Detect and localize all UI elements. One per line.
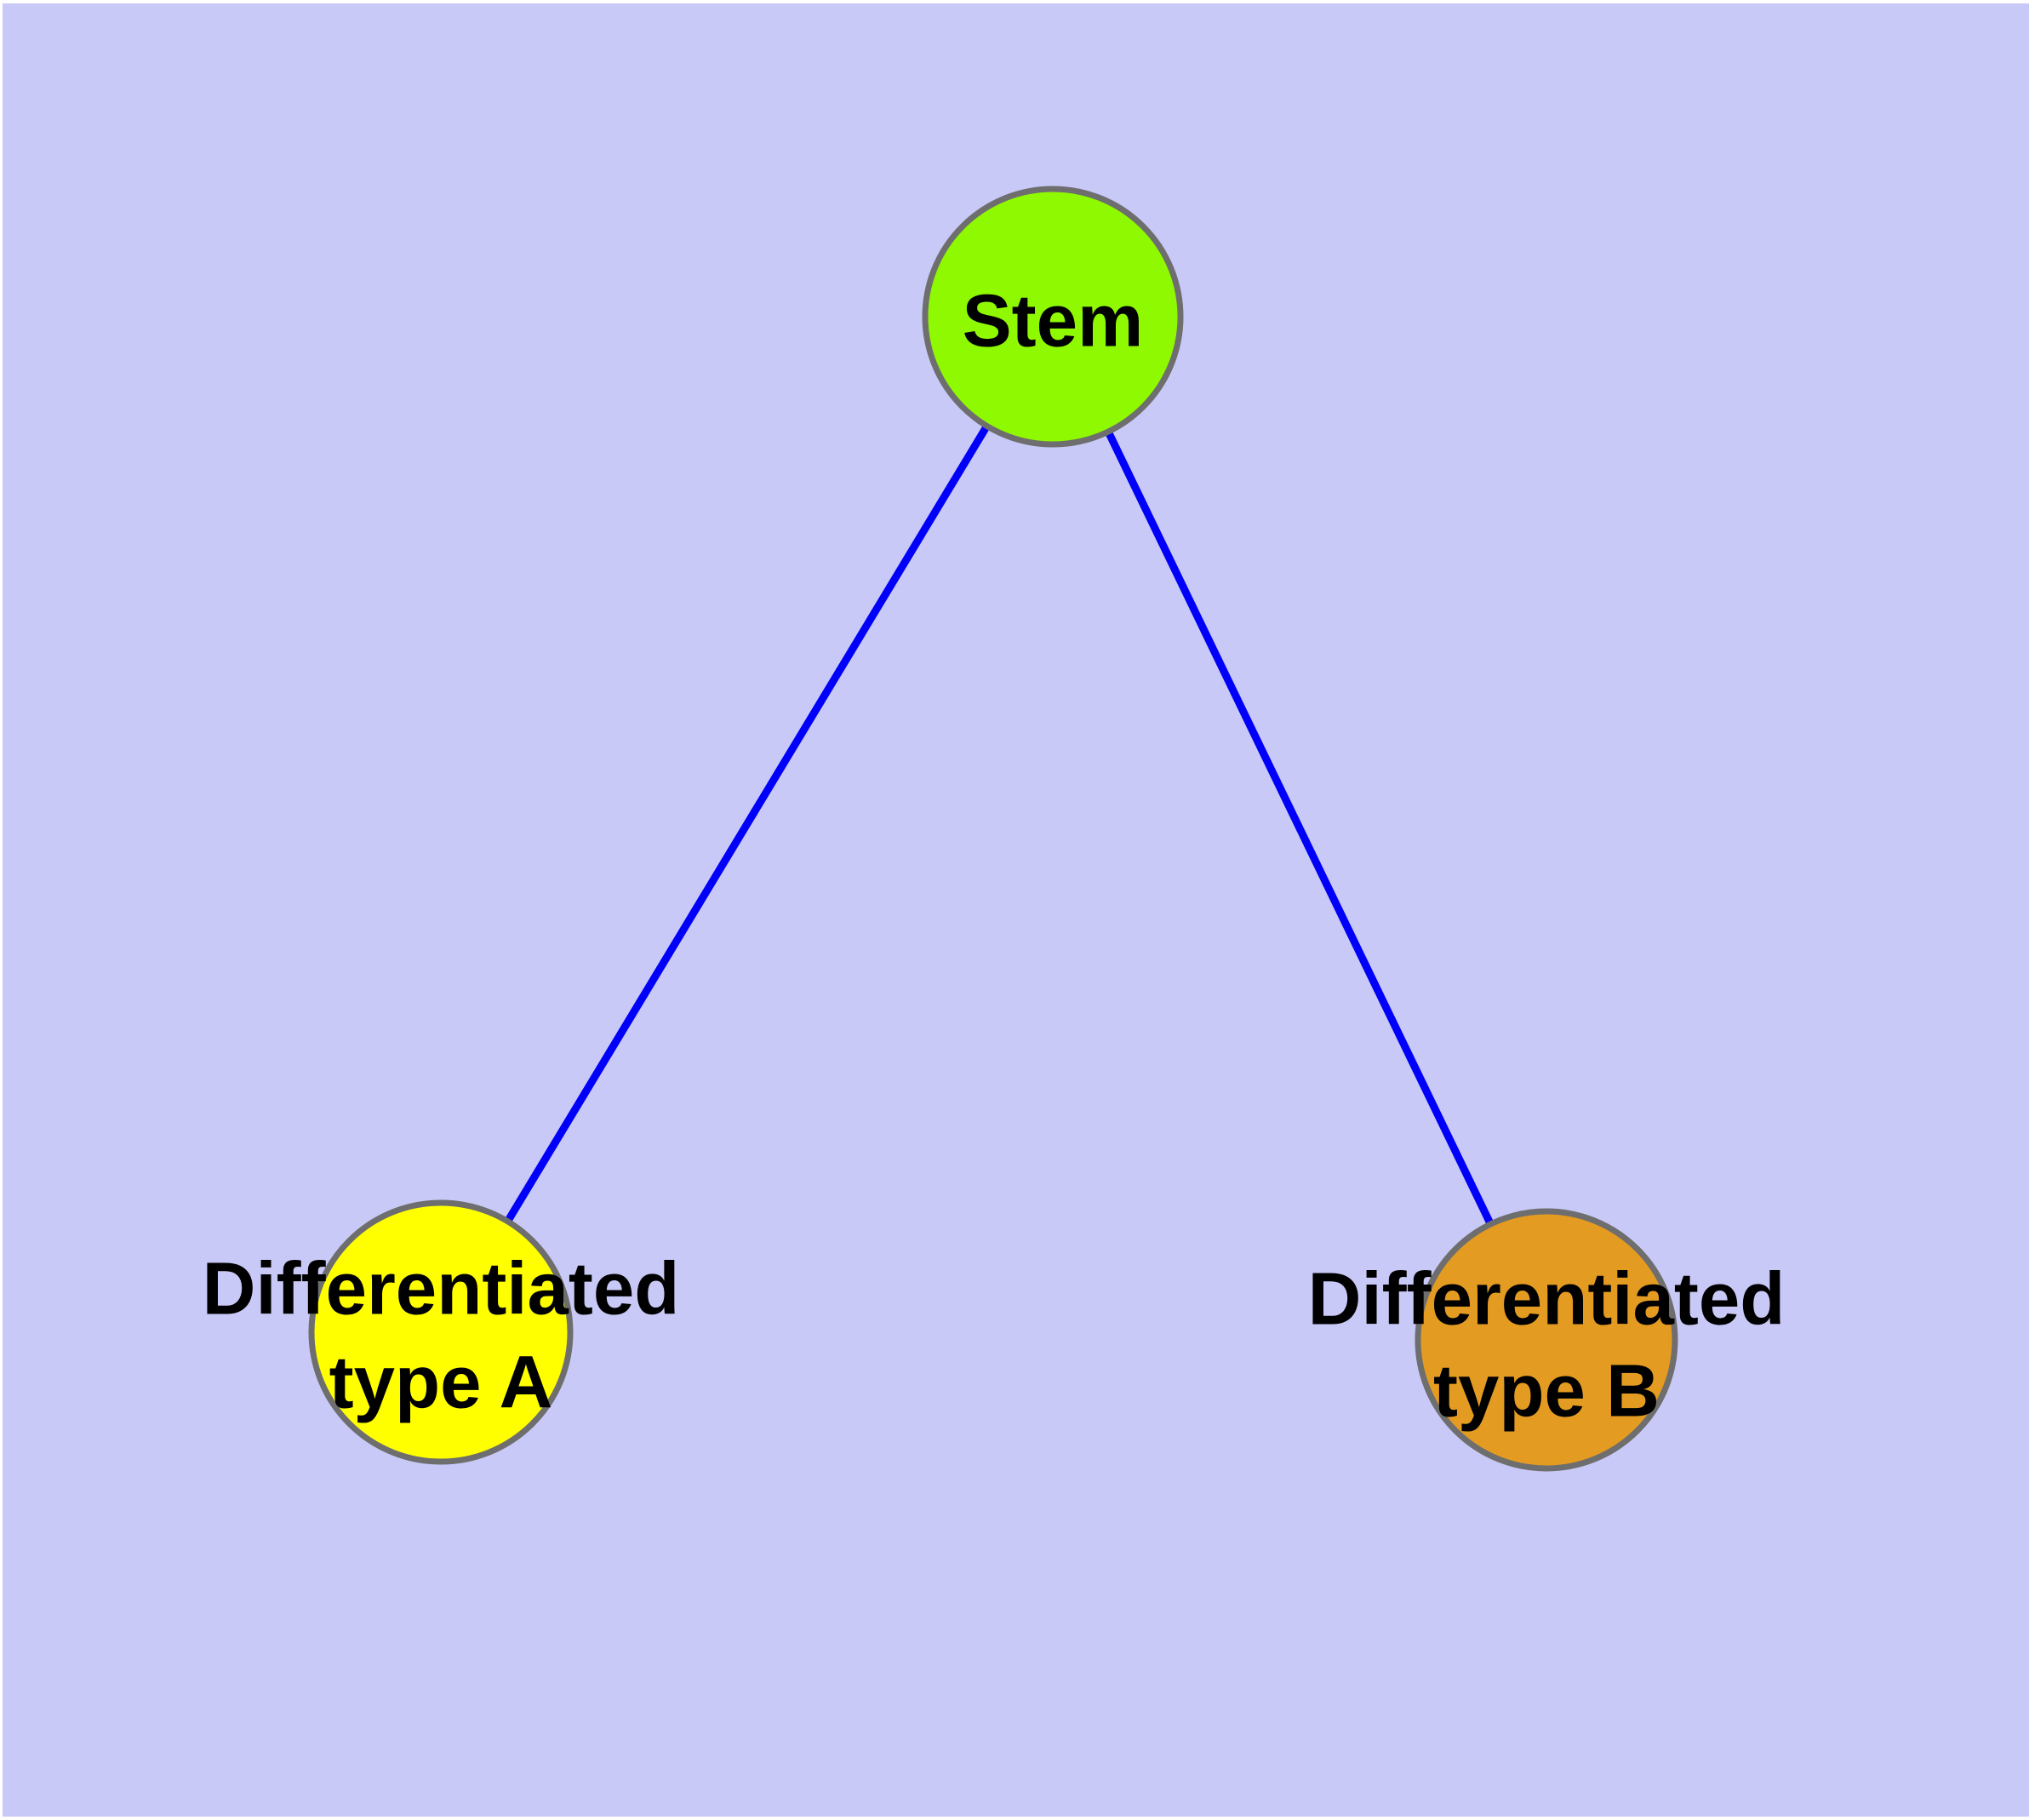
edge-stem-to-type-b — [1049, 315, 1551, 1342]
node-differentiated-type-b[interactable] — [1415, 1208, 1678, 1472]
node-stem[interactable] — [922, 186, 1184, 448]
node-type-a-label-line1: Differentiated — [203, 1248, 680, 1331]
node-type-a-group: Differentiated type A — [203, 1199, 680, 1465]
node-type-a-label-line2: type A — [329, 1342, 553, 1424]
node-stem-group: Stem — [922, 186, 1184, 448]
node-type-b-group: Differentiated type B — [1308, 1208, 1786, 1472]
node-type-b-label-line2: type B — [1433, 1350, 1660, 1433]
node-type-b-label-line1: Differentiated — [1308, 1258, 1786, 1341]
node-stem-label: Stem — [963, 280, 1144, 363]
edge-stem-to-type-a — [437, 314, 1056, 1335]
node-differentiated-type-a[interactable] — [308, 1199, 574, 1465]
